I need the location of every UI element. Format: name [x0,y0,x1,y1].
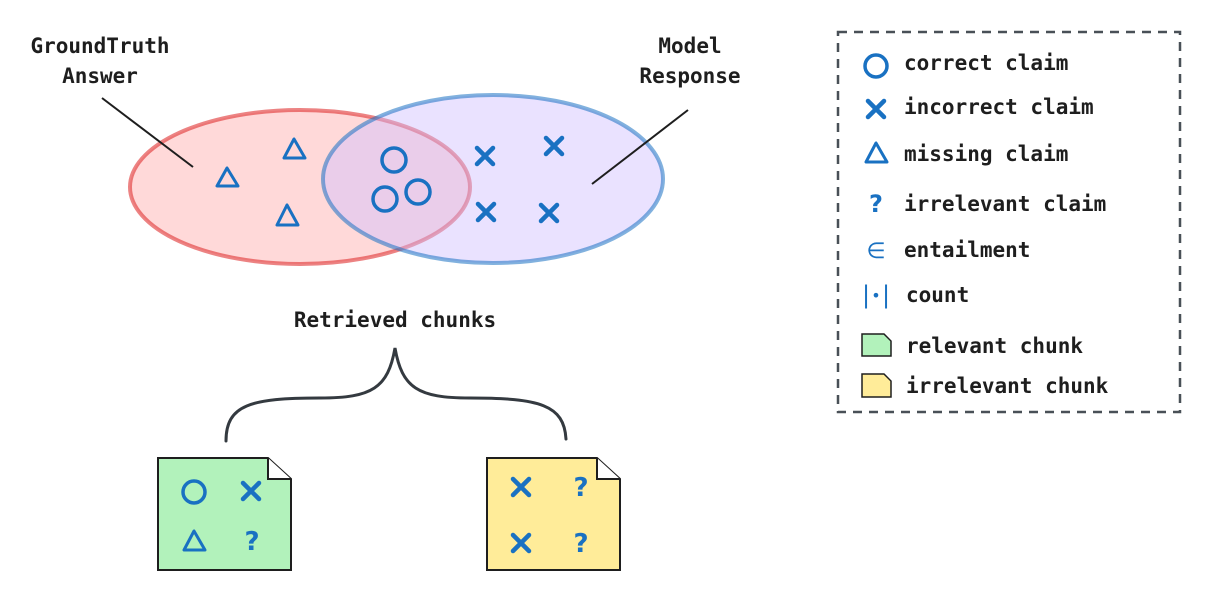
model-leader-line [591,109,689,185]
legend-label-entailment: entailment [904,238,1030,262]
missing-claim-triangle-icon [275,203,300,227]
retrieved-chunks-label: Retrieved chunks [294,308,496,332]
legend-label-missing-claim: missing claim [904,142,1068,166]
incorrect-claim-cross-icon [240,480,262,502]
irrelevant-claim-question-icon: ? [244,527,259,557]
incorrect-claim-cross-icon [510,476,532,498]
correct-claim-circle-icon [371,185,399,213]
model-response-ellipse [321,93,665,265]
groundtruth-label-line2: Answer [62,64,138,88]
groundtruth-ellipse [128,108,472,266]
incorrect-claim-cross-icon [543,135,565,157]
irrelevant-claim-question-icon: ? [573,473,588,503]
correct-claim-circle-icon [380,146,408,174]
missing-claim-triangle-icon [182,529,207,552]
incorrect-claim-cross-icon [538,202,560,224]
circle-icon [863,53,889,79]
legend-border [836,30,1182,414]
legend-label-count: count [906,283,969,307]
correct-claim-circle-icon [181,479,207,505]
irrelevant-chunk-document: ? ? [486,457,621,571]
model-label-line1: Model [658,34,721,58]
incorrect-claim-cross-icon [510,532,532,554]
cardinality-icon: | • | [862,281,890,309]
curly-brace [224,347,568,443]
triangle-icon [864,141,889,164]
relevant-chunk-document: ? [157,457,292,571]
groundtruth-leader-line [101,97,194,168]
count-right-bar: | [882,281,890,309]
question-icon: ? [869,190,883,218]
incorrect-claim-cross-icon [475,201,497,223]
count-dot: • [871,286,880,305]
element-of-icon: ∈ [866,239,885,264]
legend: correct claim incorrect claim missing cl… [836,30,1182,414]
correct-claim-circle-icon [404,178,432,206]
count-left-bar: | [862,281,870,309]
yellow-chunk-icon [861,373,892,398]
legend-label-relevant-chunk: relevant chunk [906,334,1083,358]
legend-label-irrelevant-chunk: irrelevant chunk [906,374,1109,398]
groundtruth-label-line1: GroundTruth [30,34,169,58]
cross-icon [865,98,887,120]
incorrect-claim-cross-icon [474,145,496,167]
legend-label-irrelevant-claim: irrelevant claim [904,192,1106,216]
legend-label-incorrect-claim: incorrect claim [904,95,1094,119]
missing-claim-triangle-icon [215,166,240,188]
missing-claim-triangle-icon [282,137,307,160]
irrelevant-claim-question-icon: ? [573,529,588,559]
legend-label-correct-claim: correct claim [904,51,1068,75]
green-chunk-icon [861,333,892,357]
model-label-line2: Response [639,64,740,88]
venn-diagram [128,93,665,266]
